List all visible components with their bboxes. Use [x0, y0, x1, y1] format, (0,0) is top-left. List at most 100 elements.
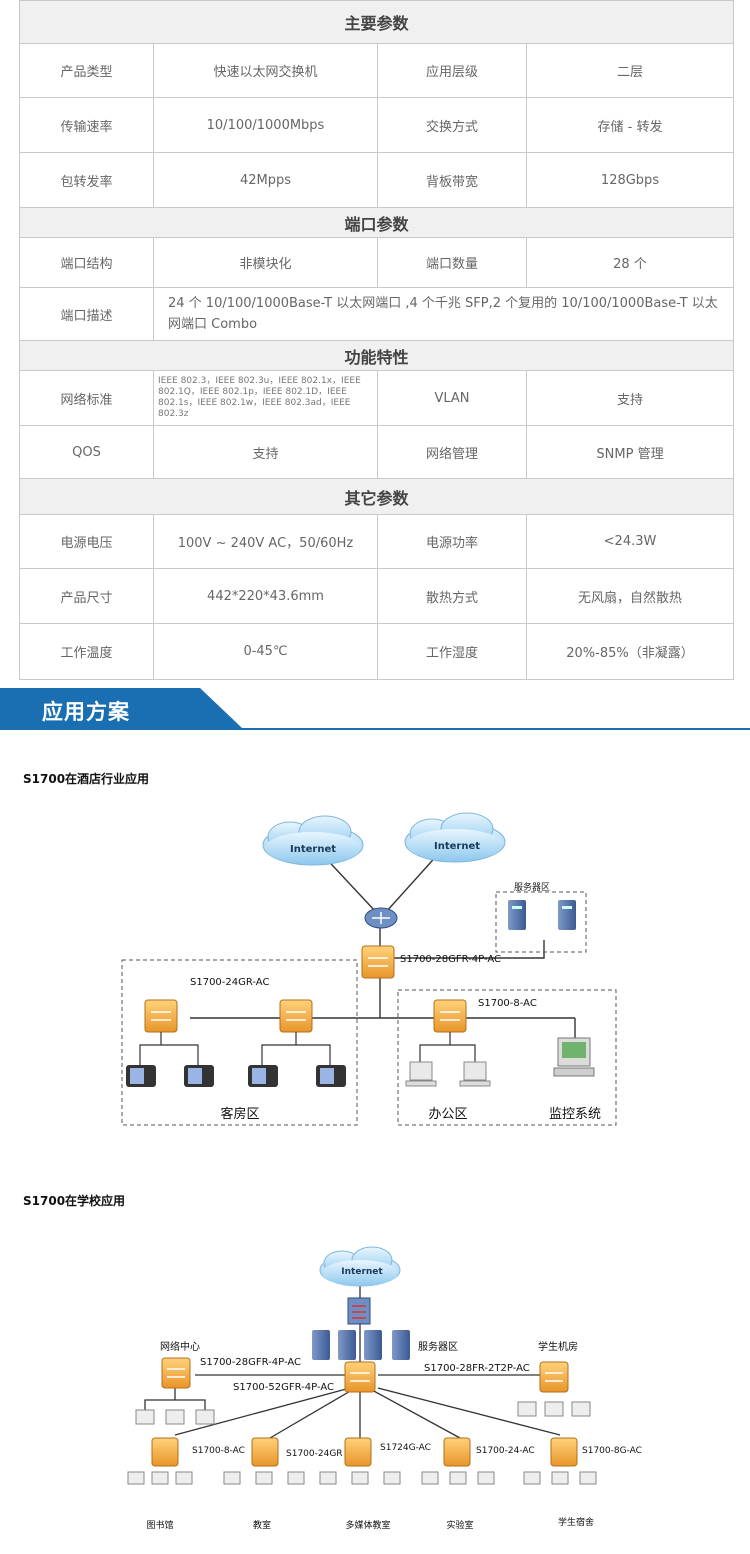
computer-icon	[135, 1409, 155, 1425]
switch-icon	[161, 1357, 191, 1389]
spec-label: 端口描述	[19, 287, 154, 341]
switch-label: S1700-28FR-2T2P-AC	[424, 1363, 530, 1374]
phone-icon	[126, 1065, 156, 1087]
section-feature: 功能特性	[18, 340, 735, 371]
switch-icon	[443, 1437, 471, 1467]
computer-icon	[459, 1061, 491, 1087]
server-icon	[392, 1330, 410, 1360]
spec-label: 产品尺寸	[19, 568, 154, 624]
net-center-label: 网络中心	[160, 1340, 200, 1353]
section-other: 其它参数	[18, 478, 735, 515]
banner-tab: 应用方案	[0, 688, 242, 728]
spec-label: 电源功率	[377, 514, 527, 569]
spec-value: 支持	[153, 425, 378, 479]
spec-label: 工作温度	[19, 623, 154, 680]
switch-label: S1724G-AC	[380, 1443, 431, 1453]
spec-label: 端口数量	[377, 237, 527, 288]
core-switch-label: S1700-52GFR-4P-AC	[233, 1382, 334, 1393]
spec-label: 交换方式	[377, 97, 527, 153]
spec-value: 10/100/1000Mbps	[153, 97, 378, 153]
server-icon	[558, 900, 576, 930]
core-switch-label: S1700-28GFR-4P-AC	[400, 954, 501, 965]
internet-cloud-icon: Internet	[262, 815, 364, 866]
spec-label: 电源电压	[19, 514, 154, 569]
server-icon	[338, 1330, 356, 1360]
student-lab-label: 学生机房	[538, 1340, 578, 1353]
banner-title: 应用方案	[42, 700, 130, 724]
spec-value: <24.3W	[525, 514, 735, 569]
computer-icon	[195, 1409, 215, 1425]
switch-icon	[144, 999, 178, 1033]
spec-value: 0-45℃	[153, 623, 378, 680]
section-main: 主要参数	[18, 0, 735, 44]
phone-icon	[248, 1065, 278, 1087]
school-diagram: Internet 服务器区 S1700-52GFR-4P-AC 网络中心 S17…	[127, 1246, 642, 1531]
zone-label: 实验室	[446, 1519, 473, 1531]
access-switch-label: S1700-8-AC	[478, 998, 537, 1009]
spec-value: IEEE 802.3，IEEE 802.3u，IEEE 802.1x，IEEE …	[153, 370, 378, 426]
spec-value: 快速以太网交换机	[153, 43, 378, 98]
spec-label: VLAN	[377, 370, 527, 426]
internet-label: Internet	[434, 841, 480, 852]
switch-icon	[361, 945, 395, 979]
switch-icon	[550, 1437, 578, 1467]
spec-value: 无风扇，自然散热	[525, 568, 735, 624]
spec-value: 100V ~ 240V AC，50/60Hz	[153, 514, 378, 569]
section-banner: 应用方案	[0, 688, 750, 730]
phone-icon	[316, 1065, 346, 1087]
spec-label: 端口结构	[19, 237, 154, 288]
hotel-subtitle: S1700在酒店行业应用	[23, 772, 150, 786]
server-icon	[312, 1330, 330, 1360]
spec-label: 散热方式	[377, 568, 527, 624]
switch-icon	[151, 1437, 179, 1467]
internet-cloud-icon: Internet	[319, 1246, 401, 1287]
zone-label: 学生宿舍	[558, 1516, 594, 1528]
internet-label: Internet	[341, 1267, 383, 1277]
phone-icon	[184, 1065, 214, 1087]
switch-icon	[344, 1437, 372, 1467]
spec-value: 支持	[525, 370, 735, 426]
firewall-icon	[347, 1297, 371, 1325]
switch-icon	[539, 1361, 569, 1393]
monitor-workstation-icon	[553, 1037, 595, 1077]
switch-label: S1700-24-AC	[476, 1446, 535, 1456]
spec-label: QOS	[19, 425, 154, 479]
spec-value: 28 个	[525, 237, 735, 288]
spec-value: 42Mpps	[153, 152, 378, 208]
section-port: 端口参数	[18, 207, 735, 238]
spec-label: 工作湿度	[377, 623, 527, 680]
spec-value: 128Gbps	[525, 152, 735, 208]
spec-label: 应用层级	[377, 43, 527, 98]
switch-label: S1700-28GFR-4P-AC	[200, 1357, 301, 1368]
zone-label: 多媒体教室	[345, 1519, 390, 1531]
spec-label: 包转发率	[19, 152, 154, 208]
server-icon	[508, 900, 526, 930]
zone-label: 图书馆	[146, 1519, 173, 1531]
spec-label: 网络标准	[19, 370, 154, 426]
internet-label: Internet	[290, 844, 336, 855]
switch-icon	[279, 999, 313, 1033]
spec-value: 24 个 10/100/1000Base-T 以太网端口 ,4 个千兆 SFP,…	[152, 287, 735, 341]
server-zone-label: 服务器区	[514, 881, 550, 893]
spec-value: 非模块化	[153, 237, 378, 288]
switch-icon	[251, 1437, 279, 1467]
switch-icon	[433, 999, 467, 1033]
zone-label: 教室	[253, 1519, 271, 1531]
computer-icon	[544, 1401, 564, 1417]
spec-value: SNMP 管理	[525, 425, 735, 479]
switch-icon	[344, 1361, 376, 1393]
switch-label: S1700-8G-AC	[582, 1446, 642, 1456]
access-switch-label: S1700-24GR-AC	[190, 977, 269, 988]
computer-icon	[571, 1401, 591, 1417]
guest-zone-box	[121, 959, 358, 1126]
guest-zone-label: 客房区	[220, 1106, 259, 1122]
spec-label: 传输速率	[19, 97, 154, 153]
office-zone-label: 办公区	[428, 1107, 467, 1122]
router-icon	[364, 907, 398, 929]
spec-label: 网络管理	[377, 425, 527, 479]
server-icon	[364, 1330, 382, 1360]
spec-value: 20%-85%（非凝露）	[525, 623, 735, 680]
school-subtitle: S1700在学校应用	[23, 1194, 126, 1208]
spec-label: 产品类型	[19, 43, 154, 98]
computer-icon	[165, 1409, 185, 1425]
